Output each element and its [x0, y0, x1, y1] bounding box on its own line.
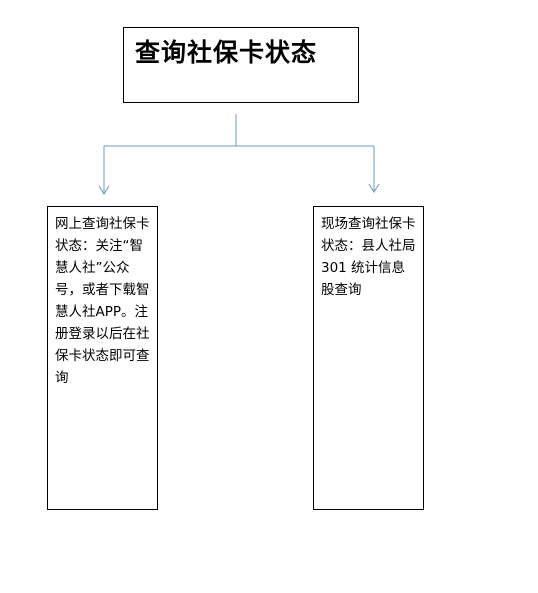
- diagram-title: 查询社保卡状态: [135, 38, 318, 67]
- arrowhead-left: [98, 185, 110, 195]
- online-query-box: 网上查询社保卡状态：关注“智慧人社”公众号，或者下载智慧人社APP。注册登录以后…: [47, 206, 158, 510]
- online-query-text: 网上查询社保卡状态：关注“智慧人社”公众号，或者下载智慧人社APP。注册登录以后…: [55, 216, 150, 386]
- arrowhead-right: [368, 183, 380, 193]
- title-box: 查询社保卡状态: [123, 27, 359, 103]
- onsite-query-box: 现场查询社保卡状态：县人社局 301 统计信息股查询: [313, 206, 424, 510]
- onsite-query-text: 现场查询社保卡状态：县人社局 301 统计信息股查询: [321, 216, 420, 298]
